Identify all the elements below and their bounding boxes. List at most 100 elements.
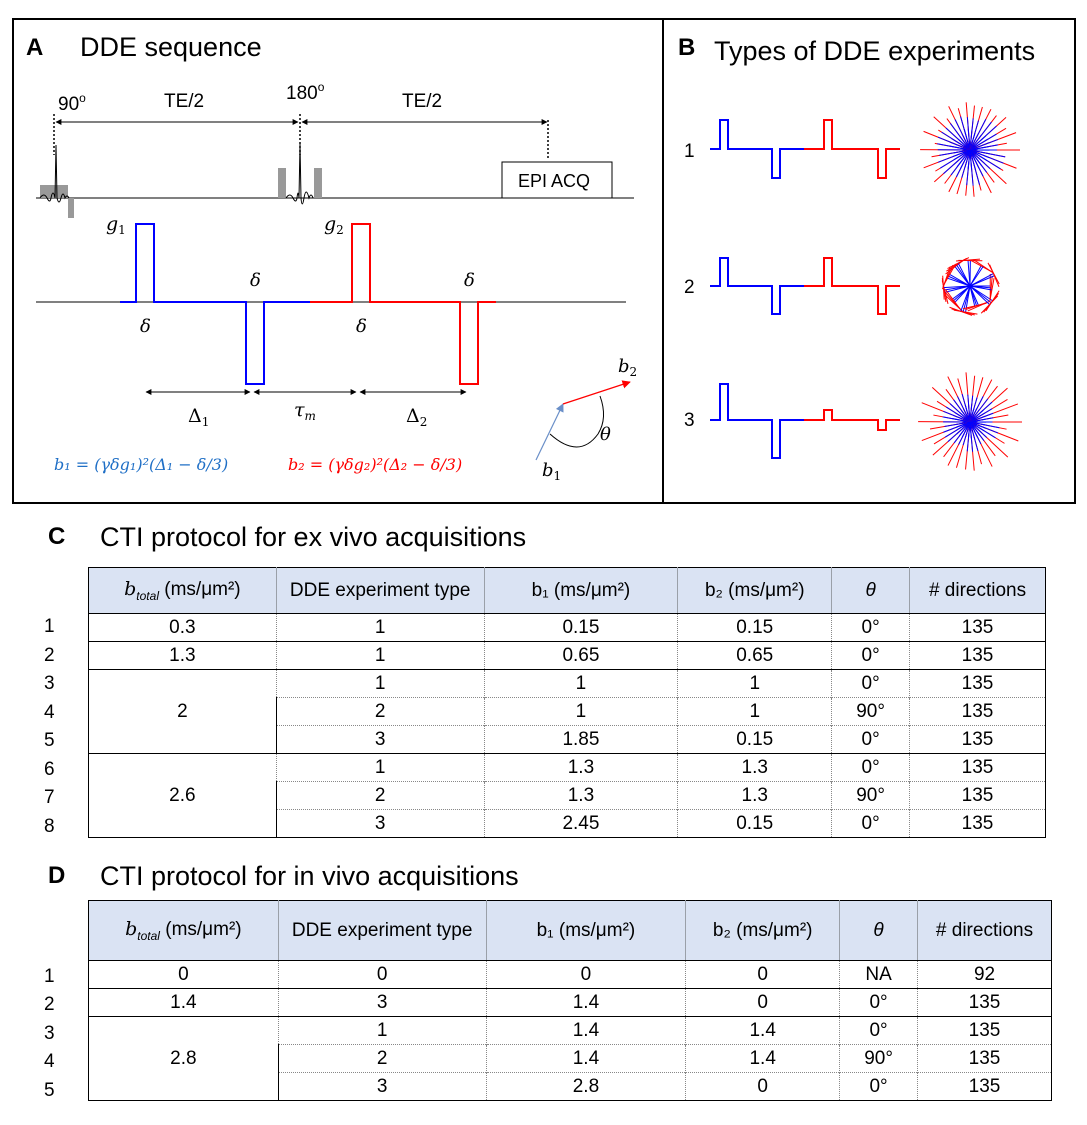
panel-b-label: B [678,34,696,61]
cell-b1: 1.4 [485,1016,687,1045]
row-number: 4 [44,702,55,723]
cell-type: 1 [275,613,485,642]
table-c-title: CTI protocol for ex vivo acquisitions [100,522,527,552]
cell-type: 2 [275,781,485,810]
cell-theta: 0° [831,753,911,782]
cell-b2: 1 [677,669,833,698]
cell-btotal: 2 [88,669,277,754]
type-1-number: 1 [684,141,695,162]
col-header-btotal: btotal (ms/μm²) [88,567,277,614]
type-1-red-waveform [804,119,900,179]
col-header-b2: b₂ (ms/μm²) [677,567,833,614]
b2-vector [562,380,631,405]
cell-type: 1 [275,669,485,698]
row-number: 1 [44,616,55,637]
cell-directions: 135 [917,1072,1052,1101]
rf-180-pulse [285,143,314,205]
cell-b1: 0.65 [483,641,679,670]
delta-label-3: δ [356,316,367,337]
cell-type: 3 [277,988,487,1017]
row-number: 1 [44,966,55,987]
cell-b2: 1.4 [685,1016,841,1045]
col-header-directions: # directions [909,567,1046,614]
table-d-title: CTI protocol for in vivo acquisitions [100,861,519,891]
crusher-right [314,168,322,198]
col-header-b1: b₁ (ms/μm²) [483,567,679,614]
cell-b1: 1.4 [485,988,687,1017]
cell-b2: 0.65 [677,641,833,670]
cell-directions: 135 [909,669,1046,698]
cell-theta: 90° [839,1044,919,1073]
blue-gradient-pair [120,223,310,385]
type-3-number: 3 [684,410,695,431]
theta-arc [549,395,604,448]
col-header-dde-type: DDE experiment type [275,567,485,614]
table-d-label: D [48,862,66,889]
table-header-row: btotal (ms/μm²) DDE experiment type b₁ (… [88,567,1046,614]
cell-b2: 1.3 [677,753,833,782]
cell-b2: 0.15 [677,725,833,754]
type-1-blue-waveform [710,119,804,179]
cell-theta: NA [839,960,919,989]
type-2-blue-waveform [710,257,804,315]
cell-b2: 0 [685,960,841,989]
cell-directions: 135 [909,641,1046,670]
table-header-row: btotal (ms/μm²) DDE experiment type b₁ (… [88,900,1052,961]
cell-b1: 0.15 [483,613,679,642]
delta-label-1: δ [140,316,151,337]
row-number: 4 [44,1051,55,1072]
b1-vector-label: b1 [542,460,561,483]
col-header-theta: θ [839,900,919,961]
cell-theta: 90° [831,781,911,810]
table-c: btotal (ms/μm²) DDE experiment type b₁ (… [88,567,1046,838]
dde-types-diagram: 1 2 3 [684,102,1022,471]
delta-label-4: δ [464,270,475,291]
dde-sequence-diagram: 90o 180o TE/2 TE/2 EPI ACQ g1 g2 δ δ δ δ [36,80,637,483]
cell-b1: 1.85 [483,725,679,754]
cell-type: 2 [277,1044,487,1073]
col-header-directions: # directions [917,900,1052,961]
cell-b1: 1.4 [485,1044,687,1073]
cell-type: 3 [277,1072,487,1101]
table-c-label: C [48,523,66,550]
rf-180-label: 180o [286,80,325,104]
cell-type: 1 [275,641,485,670]
col-header-btotal: btotal (ms/μm²) [88,900,279,961]
panel-a-title: DDE sequence [80,32,262,62]
col-header-theta: θ [831,567,911,614]
col-header-dde-type: DDE experiment type [277,900,487,961]
b2-vector-label: b2 [618,356,637,379]
type-1-direction-star [920,102,1020,197]
cell-theta: 0° [839,988,919,1017]
cell-type: 3 [275,725,485,754]
row-number: 2 [44,994,55,1015]
red-gradient-pair [310,223,496,385]
type-3-red-waveform [804,409,900,431]
table-d: btotal (ms/μm²) DDE experiment type b₁ (… [88,900,1052,1101]
delta-label-2: δ [250,270,261,291]
type-2-number: 2 [684,277,695,298]
cell-btotal: 2.6 [88,753,277,838]
tau-m-label: τm [294,399,316,423]
cell-b1: 1.3 [483,753,679,782]
cell-theta: 90° [831,697,911,726]
panel-b: B Types of DDE experiments 1 2 3 [662,18,1076,504]
slice-select-gradient-1 [40,185,68,198]
panel-b-title: Types of DDE experiments [714,36,1036,66]
cell-directions: 135 [917,1044,1052,1073]
cell-directions: 135 [917,988,1052,1017]
cell-theta: 0° [831,725,911,754]
epi-acq-label: EPI ACQ [518,171,590,191]
cell-btotal: 0 [88,960,279,989]
cell-directions: 135 [909,613,1046,642]
te-half-2-label: TE/2 [402,91,442,112]
cell-directions: 135 [909,781,1046,810]
cell-b2: 1 [677,697,833,726]
